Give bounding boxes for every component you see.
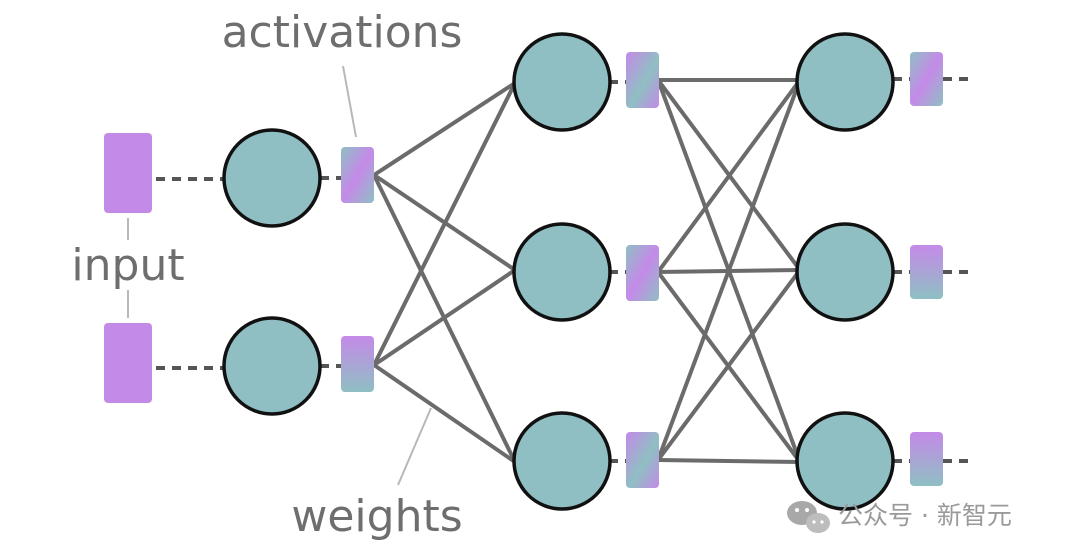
neuron-layer3	[795, 411, 895, 511]
weight-edge	[372, 363, 517, 464]
activation-box	[626, 52, 659, 108]
weights-layer1-to-layer2	[372, 81, 517, 464]
watermark-text: 公众号 · 新智元	[838, 501, 1012, 530]
activation-boxes	[341, 52, 943, 488]
input-label: input	[71, 240, 184, 291]
weight-edge	[372, 82, 517, 366]
neuron-layer3	[795, 222, 895, 322]
weight-edge	[656, 79, 802, 461]
weights-leader-line	[397, 407, 432, 486]
weight-edge	[657, 458, 801, 464]
neuron-layer3	[795, 32, 895, 132]
activation-box	[626, 245, 659, 301]
neuron-layer1	[222, 128, 322, 228]
activations-label: activations	[222, 7, 463, 58]
weight-edge	[372, 81, 517, 177]
activations-leader-line	[342, 65, 357, 138]
neuron-layer2	[512, 32, 612, 132]
neuron-layer2	[512, 411, 612, 511]
watermark: 公众号 · 新智元	[787, 501, 1012, 533]
wechat-icon	[787, 501, 830, 533]
neuron-layer1	[222, 316, 322, 416]
input-box	[104, 323, 152, 403]
label-leader-lines	[127, 65, 432, 486]
activation-box	[910, 432, 943, 486]
activation-box	[910, 245, 943, 299]
activation-box	[341, 147, 374, 203]
weights-layer2-to-layer3	[656, 78, 802, 464]
weight-edge	[372, 268, 517, 367]
activation-box	[341, 336, 374, 392]
input-boxes	[104, 133, 152, 403]
neuron-layer2	[512, 222, 612, 322]
weights-label: weights	[291, 491, 462, 542]
neurons	[222, 32, 895, 511]
activation-box	[626, 432, 659, 488]
input-box	[104, 133, 152, 213]
weight-edge	[656, 268, 802, 462]
activation-box	[910, 52, 943, 106]
dashed-links	[156, 77, 975, 463]
weight-edge	[656, 78, 802, 274]
